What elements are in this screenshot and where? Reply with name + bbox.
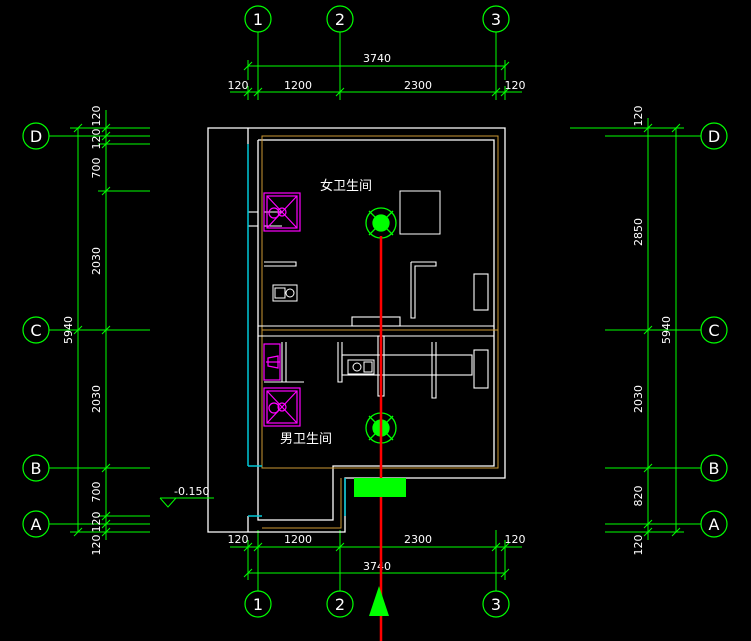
urinal-fixture xyxy=(263,343,281,381)
partitions xyxy=(248,211,494,399)
left-total-dim: 5940 xyxy=(62,316,75,344)
right-dimension-labels: 120 2850 2030 820 120 5940 xyxy=(632,106,673,556)
top-dim-3: 2300 xyxy=(404,79,432,92)
right-dimensions xyxy=(570,118,684,540)
axis-C-right-label: C xyxy=(708,321,719,340)
axis-1-top-label: 1 xyxy=(253,10,263,29)
axis-bubbles xyxy=(22,5,728,618)
axis-A-left-label: A xyxy=(31,515,42,534)
axis-B-left-label: B xyxy=(31,459,42,478)
right-dim-1: 120 xyxy=(632,106,645,127)
bottom-dimension-labels: 120 1200 2300 120 3740 xyxy=(228,533,526,573)
floor-drains xyxy=(365,207,397,444)
top-dim-4: 120 xyxy=(505,79,526,92)
door-lines xyxy=(247,144,346,517)
axis-C-left-label: C xyxy=(30,321,41,340)
men-shower-fixture xyxy=(263,387,301,427)
bottom-dim-3: 2300 xyxy=(404,533,432,546)
entrance-marker xyxy=(354,478,406,497)
bottom-dim-4: 120 xyxy=(505,533,526,546)
bottom-total-dim: 3740 xyxy=(363,560,391,573)
inner-wall xyxy=(257,139,495,521)
axis-A-right-label: A xyxy=(709,515,720,534)
right-dim-3: 2030 xyxy=(632,385,645,413)
axis-3-top-label: 3 xyxy=(491,10,501,29)
elevation-label: -0.150 xyxy=(174,485,209,498)
top-dimensions xyxy=(230,60,522,100)
axis-2-bottom-label: 2 xyxy=(335,595,345,614)
right-dim-2: 2850 xyxy=(632,218,645,246)
axis-3-bottom-label: 3 xyxy=(491,595,501,614)
left-dimensions xyxy=(70,110,150,540)
left-dim-5: 2030 xyxy=(90,385,103,413)
men-room-name: 男卫生间 xyxy=(280,432,332,447)
left-dim-8: 120 xyxy=(90,535,103,556)
women-room-name: 女卫生间 xyxy=(320,178,372,194)
right-dim-4: 820 xyxy=(632,486,645,507)
right-total-dim: 5940 xyxy=(660,316,673,344)
left-dim-7: 120 xyxy=(90,512,103,533)
axis-D-right-label: D xyxy=(708,127,720,146)
left-dim-3: 700 xyxy=(90,158,103,179)
top-dim-2: 1200 xyxy=(284,79,312,92)
elevation-marker xyxy=(159,497,214,508)
axis-bubble-labels: 1 2 3 1 2 3 D C B A D C B A xyxy=(30,10,720,614)
left-dimension-labels: 5940 120 120 700 2030 2030 700 120 120 xyxy=(62,106,103,556)
left-dim-6: 700 xyxy=(90,482,103,503)
axis-B-right-label: B xyxy=(709,459,720,478)
left-dim-2: 120 xyxy=(90,129,103,150)
top-dimension-labels: 3740 120 1200 2300 120 xyxy=(228,52,526,92)
axis-2-top-label: 2 xyxy=(335,10,345,29)
toilets xyxy=(272,190,441,375)
left-dim-1: 120 xyxy=(90,106,103,127)
left-dim-4: 2030 xyxy=(90,247,103,275)
bottom-dim-1: 120 xyxy=(228,533,249,546)
axis-D-left-label: D xyxy=(30,127,42,146)
bottom-dim-2: 1200 xyxy=(284,533,312,546)
top-dim-1: 120 xyxy=(228,79,249,92)
women-shower-fixture xyxy=(263,192,301,232)
axis-leaders xyxy=(49,32,701,591)
women-tank-box xyxy=(399,190,441,235)
bottom-dimensions xyxy=(230,540,522,580)
women-toilet xyxy=(272,284,298,302)
entrance-arrow xyxy=(369,586,389,616)
right-dim-5: 120 xyxy=(632,535,645,556)
axis-1-bottom-label: 1 xyxy=(253,595,263,614)
women-floor-drain xyxy=(365,207,397,239)
top-total-dim: 3740 xyxy=(363,52,391,65)
men-toilet xyxy=(347,359,375,375)
